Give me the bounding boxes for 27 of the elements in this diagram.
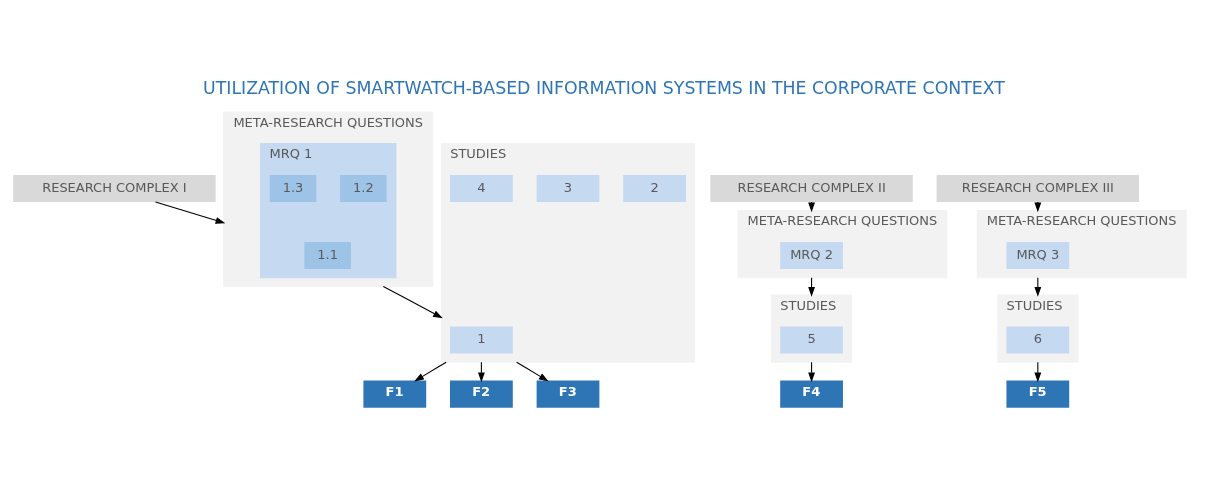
node-box: F5	[1006, 380, 1070, 408]
node-box: F4	[780, 380, 843, 408]
node-box: 1.1	[304, 242, 351, 270]
node-box: F1	[363, 380, 427, 408]
arrow	[382, 285, 443, 319]
node-box: 5	[780, 326, 843, 354]
arrow	[516, 361, 549, 382]
node-box: 6	[1006, 326, 1070, 354]
arrow	[414, 361, 447, 382]
node-box: MRQ 2	[780, 242, 843, 270]
node-box: 1.3	[269, 174, 317, 202]
arrow	[155, 201, 226, 224]
node-box: 1	[450, 326, 513, 354]
node-box: 3	[536, 174, 600, 202]
arrow	[1034, 277, 1042, 297]
node-box: 2	[623, 174, 686, 202]
node-box: 4	[450, 174, 513, 202]
arrow	[1034, 361, 1042, 383]
node-box: RESEARCH COMPLEX I	[13, 174, 216, 202]
diagram-title: UTILIZATION OF SMARTWATCH-BASED INFORMATION SYSTEMS IN THE CORPORATE CONTEXT	[203, 77, 1005, 98]
arrow	[808, 361, 815, 383]
arrow	[478, 361, 485, 383]
node-box: F3	[536, 380, 600, 408]
node-box: MRQ 3	[1006, 242, 1070, 270]
node-box: F2	[450, 380, 513, 408]
node-box: 1.2	[340, 174, 387, 202]
arrow	[808, 277, 815, 297]
